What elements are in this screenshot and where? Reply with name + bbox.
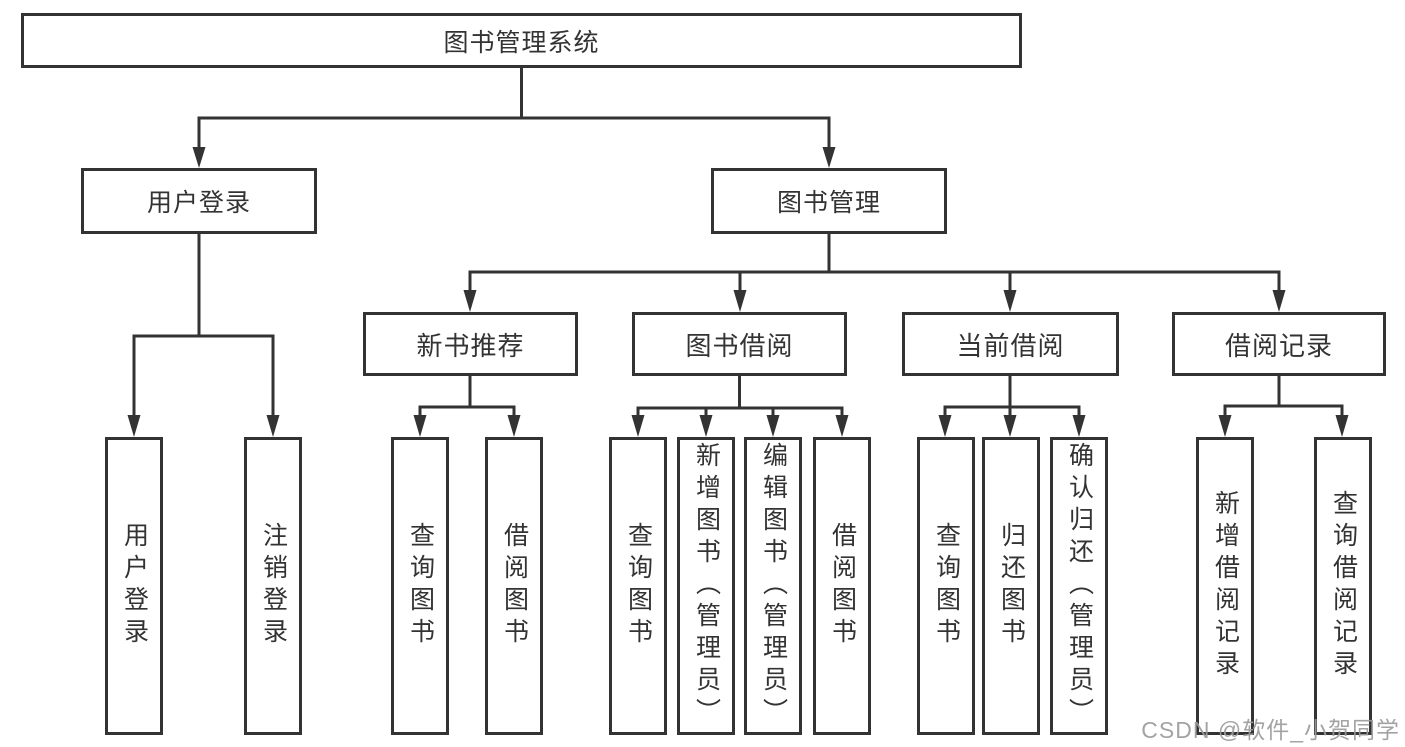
leaf-label: 用户登录 (120, 522, 149, 650)
leaf-borrow-add-books-admin: 新增图书（管理员） (677, 437, 735, 735)
leaf-recommend-query-books: 查询图书 (391, 437, 449, 735)
leaf-records-query-record: 查询借阅记录 (1314, 437, 1372, 735)
watermark-text: CSDN @软件_小贺同学 (1141, 717, 1400, 743)
leaf-current-return-books: 归还图书 (982, 437, 1040, 735)
node-label: 当前借阅 (956, 330, 1065, 361)
leaf-label: 借阅图书 (500, 522, 529, 650)
leaf-label: 查询图书 (624, 522, 653, 650)
node-book-management: 图书管理 (711, 168, 947, 234)
leaf-label: 编辑图书（管理员） (759, 442, 788, 730)
leaf-label: 归还图书 (997, 522, 1026, 650)
node-label: 新书推荐 (416, 330, 525, 361)
leaf-user-login: 用户登录 (105, 437, 163, 735)
leaf-label: 新增借阅记录 (1211, 490, 1240, 682)
node-label: 图书管理系统 (443, 28, 600, 57)
leaf-recommend-borrow-books: 借阅图书 (485, 437, 543, 735)
leaf-label: 查询借阅记录 (1329, 490, 1358, 682)
leaf-label: 新增图书（管理员） (692, 442, 721, 730)
leaf-label: 确认归还（管理员） (1065, 442, 1094, 730)
leaf-borrow-borrow-books: 借阅图书 (813, 437, 871, 735)
node-user-login: 用户登录 (81, 168, 317, 234)
node-label: 图书管理 (776, 189, 881, 217)
arrowhead-icons (127, 147, 1349, 437)
leaf-label: 借阅图书 (828, 522, 857, 650)
leaf-borrow-edit-books-admin: 编辑图书（管理员） (744, 437, 802, 735)
leaf-label: 注销登录 (259, 522, 288, 650)
node-borrow-records: 借阅记录 (1172, 312, 1386, 376)
leaf-current-query-books: 查询图书 (917, 437, 975, 735)
leaf-records-add-record: 新增借阅记录 (1196, 437, 1254, 735)
leaf-current-confirm-return-admin: 确认归还（管理员） (1050, 437, 1108, 735)
node-label: 图书借阅 (685, 330, 794, 361)
node-new-book-recommend: 新书推荐 (363, 312, 578, 376)
leaf-label: 查询图书 (406, 522, 435, 650)
node-label: 用户登录 (146, 189, 251, 217)
node-root: 图书管理系统 (21, 13, 1022, 68)
leaf-borrow-query-books: 查询图书 (609, 437, 667, 735)
node-current-borrow: 当前借阅 (902, 312, 1119, 376)
node-label: 借阅记录 (1224, 330, 1333, 361)
leaf-label: 查询图书 (932, 522, 961, 650)
leaf-logout: 注销登录 (244, 437, 302, 735)
node-book-borrow: 图书借阅 (632, 312, 847, 376)
